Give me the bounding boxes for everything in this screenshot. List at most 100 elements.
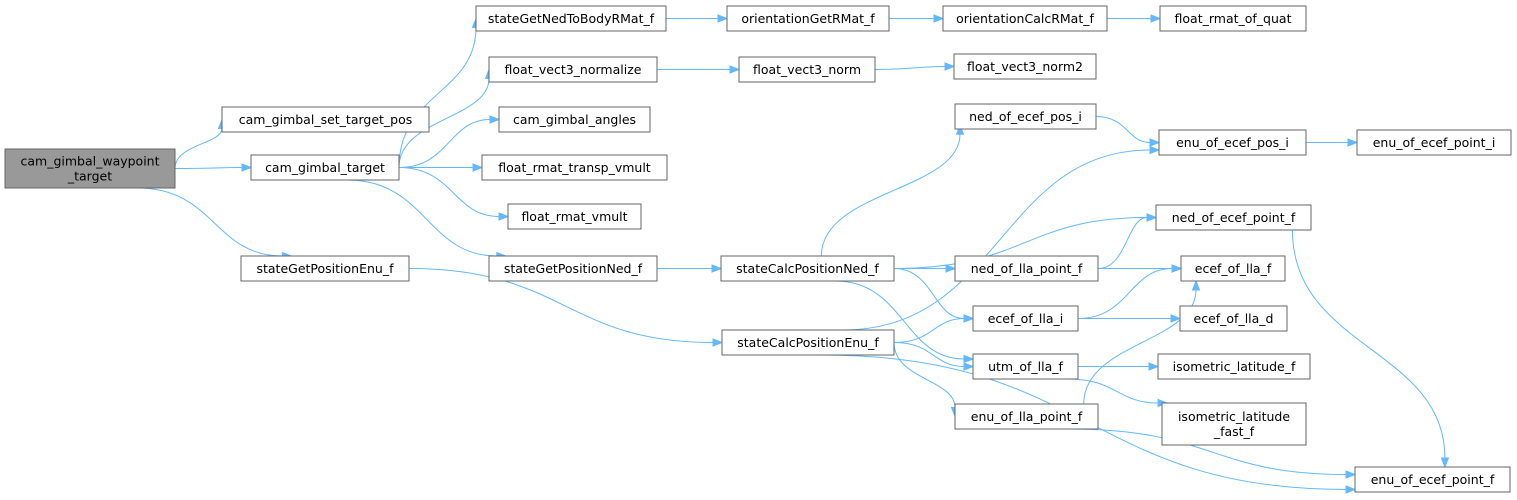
arrowhead-icon [1440, 457, 1450, 469]
node-float-rmat-of-quat[interactable]: float_rmat_of_quat [1159, 5, 1307, 32]
edge-line [347, 179, 497, 257]
arrowhead-icon [1345, 470, 1357, 479]
node-label: _fast_f [1213, 424, 1255, 439]
node-enu-of-ecef-pos-i[interactable]: enu_of_ecef_pos_i [1158, 129, 1307, 156]
node-label: utm_of_lla_f [988, 359, 1063, 374]
edge-statecalcpositionned-f-to-ned-of-ecef-pos-i [820, 123, 965, 257]
node-box [1180, 255, 1286, 282]
edge-stategetpositionenu-f-to-statecalcpositionenu-f [408, 268, 724, 347]
node-float-rmat-vmult[interactable]: float_rmat_vmult [507, 203, 642, 230]
node-box [475, 5, 667, 32]
edge-line [820, 134, 961, 257]
node-box [221, 106, 430, 133]
node-ecef-of-lla-f[interactable]: ecef_of_lla_f [1180, 255, 1286, 282]
arrowhead-icon [1149, 145, 1161, 155]
node-float-vect3-norm[interactable]: float_vect3_norm [738, 56, 876, 83]
edge-cam-gimbal-target-to-float-rmat-vmult [398, 167, 510, 221]
node-float-vect3-norm2[interactable]: float_vect3_norm2 [953, 53, 1097, 80]
arrowhead-icon [729, 65, 741, 74]
edge-ned-of-lla-point-f-to-ned-of-ecef-point-f [1097, 213, 1158, 269]
node-orientationcalcrmat-f[interactable]: orientationCalcRMat_f [942, 5, 1108, 32]
edge-line [1069, 428, 1347, 475]
node-box [972, 353, 1079, 380]
node-orientationgetrmat-f[interactable]: orientationGetRMat_f [726, 5, 890, 32]
node-enu-of-lla-point-f[interactable]: enu_of_lla_point_f [954, 403, 1099, 430]
node-ned-of-ecef-pos-i[interactable]: ned_of_ecef_pos_i [954, 103, 1097, 130]
node-utm-of-lla-f[interactable]: utm_of_lla_f [972, 353, 1079, 380]
edge-enu-of-ecef-pos-i-to-enu-of-ecef-point-i [1306, 138, 1359, 147]
node-box [1159, 5, 1307, 32]
edge-line [1097, 217, 1148, 269]
node-label: float_vect3_normalize [505, 62, 642, 77]
node-box [488, 56, 658, 83]
node-statecalcpositionenu-f[interactable]: stateCalcPositionEnu_f [721, 329, 895, 356]
arrowhead-icon [711, 264, 723, 273]
arrowhead-icon [963, 362, 975, 371]
node-box [250, 154, 400, 181]
node-cam-gimbal-target[interactable]: cam_gimbal_target [250, 154, 400, 181]
arrowhead-icon [1149, 138, 1161, 147]
node-stategetnedtobodyrmat-f[interactable]: stateGetNedToBodyRMat_f [475, 5, 667, 32]
edge-line [893, 342, 956, 408]
node-label: enu_of_ecef_point_i [1373, 135, 1496, 150]
node-box [1354, 466, 1511, 493]
node-ned-of-ecef-point-f[interactable]: ned_of_ecef_point_f [1155, 204, 1312, 231]
edge-orientationgetrmat-f-to-orientationcalcrmat-f [889, 14, 945, 23]
node-stategetpositionenu-f[interactable]: stateGetPositionEnu_f [240, 255, 410, 282]
node-box [1155, 204, 1312, 231]
node-cam-gimbal-angles[interactable]: cam_gimbal_angles [498, 106, 651, 133]
edge-line [398, 78, 490, 168]
edge-enu-of-lla-point-f-to-ecef-of-lla-f [1083, 279, 1201, 405]
node-ecef-of-lla-d[interactable]: ecef_of_lla_d [1179, 305, 1288, 332]
node-label: isometric_latitude_f [1173, 359, 1296, 374]
node-label: stateGetPositionEnu_f [256, 261, 394, 276]
node-label: stateGetNedToBodyRMat_f [488, 11, 655, 26]
node-box [953, 53, 1097, 80]
node-label: stateCalcPositionNed_f [736, 261, 879, 276]
node-set-target-pos[interactable]: cam_gimbal_set_target_pos [221, 106, 430, 133]
node-stategetpositionned-f[interactable]: stateGetPositionNed_f [488, 255, 658, 282]
node-box [942, 5, 1108, 32]
edge-float-vect3-normalize-to-float-vect3-norm [657, 65, 741, 74]
arrowhead-icon [945, 264, 957, 273]
arrowhead-icon [1191, 279, 1201, 291]
node-enu-of-ecef-point-f[interactable]: enu_of_ecef_point_f [1354, 466, 1511, 493]
arrowhead-icon [241, 163, 253, 172]
edge-line [842, 149, 1151, 331]
edge-statecalcpositionned-f-to-ned-of-lla-point-f [894, 264, 957, 273]
node-float-rmat-transp-vmult[interactable]: float_rmat_transp_vmult [481, 154, 668, 181]
edge-statecalcpositionenu-f-to-utm-of-lla-f [893, 342, 975, 371]
node-float-vect3-normalize[interactable]: float_vect3_normalize [488, 56, 658, 83]
edge-line [398, 27, 477, 168]
node-box [1158, 129, 1307, 156]
node-isometric-latitude-f[interactable]: isometric_latitude_f [1157, 353, 1311, 380]
edge-statecalcpositionenu-f-to-enu-of-lla-point-f [893, 342, 960, 418]
edge-stategetpositionned-f-to-statecalcpositionned-f [657, 264, 723, 273]
edge-cam-gimbal-target-to-cam-gimbal-angles [398, 115, 501, 168]
node-isometric-latitude-fast-f[interactable]: isometric_latitude_fast_f [1161, 402, 1307, 446]
node-ned-of-lla-point-f[interactable]: ned_of_lla_point_f [954, 255, 1099, 282]
edge-line [137, 187, 283, 257]
edge-ecef-of-lla-i-to-ecef-of-lla-f [1077, 264, 1183, 319]
node-root[interactable]: cam_gimbal_waypoint_target [4, 148, 176, 189]
arrowhead-icon [944, 62, 956, 71]
node-label: float_rmat_of_quat [1175, 11, 1292, 26]
node-label: orientationGetRMat_f [741, 11, 875, 26]
arrowhead-icon [712, 338, 724, 347]
node-ecef-of-lla-i[interactable]: ecef_of_lla_i [972, 305, 1079, 332]
node-statecalcpositionned-f[interactable]: stateCalcPositionNed_f [720, 255, 895, 282]
edge-float-vect3-norm-to-float-vect3-norm2 [874, 62, 956, 71]
node-box [972, 305, 1079, 332]
arrowhead-icon [955, 123, 965, 135]
node-label: isometric_latitude [1178, 409, 1290, 424]
node-enu-of-ecef-point-i[interactable]: enu_of_ecef_point_i [1356, 129, 1512, 156]
edge-utm-of-lla-f-to-isometric-latitude-f [1077, 362, 1160, 371]
edge-line [1067, 378, 1159, 404]
edge-line [1095, 116, 1151, 143]
arrowhead-icon [1345, 485, 1357, 494]
edge-line [174, 128, 223, 169]
edge-cam-gimbal-target-to-float-rmat-transp-vmult [399, 163, 484, 172]
arrowhead-icon [717, 14, 729, 23]
node-label: float_vect3_norm [753, 62, 861, 77]
